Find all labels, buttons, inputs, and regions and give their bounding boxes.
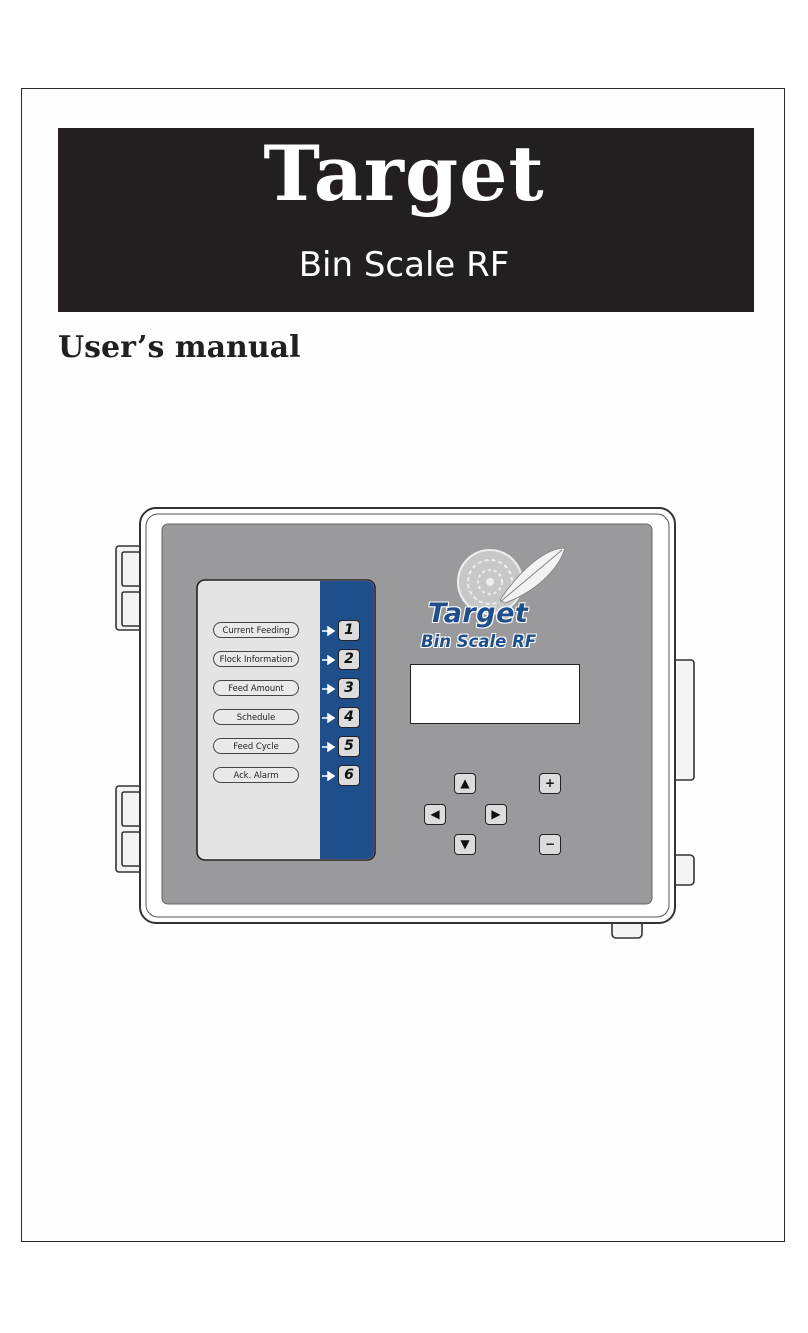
key-4-button[interactable]: 4 xyxy=(338,707,360,728)
device-logo-model: Bin Scale RF xyxy=(421,632,537,651)
lcd-display xyxy=(410,664,580,724)
down-arrow-button[interactable]: ▼ xyxy=(454,834,476,855)
key-2-button[interactable]: 2 xyxy=(338,649,360,670)
key-3-button[interactable]: 3 xyxy=(338,678,360,699)
key-6-button[interactable]: 6 xyxy=(338,765,360,786)
device-logo-brand: Target xyxy=(428,598,529,629)
plus-button[interactable]: + xyxy=(539,773,561,794)
key-1-button[interactable]: 1 xyxy=(338,620,360,641)
minus-button[interactable]: − xyxy=(539,834,561,855)
cover-subtitle: Bin Scale RF xyxy=(298,245,510,285)
enclosure-shadow xyxy=(145,513,670,918)
up-arrow-button[interactable]: ▲ xyxy=(454,773,476,794)
title-banner xyxy=(58,128,754,312)
key-5-button[interactable]: 5 xyxy=(338,736,360,757)
cover-title: Target xyxy=(263,129,545,218)
pointer-arrow-icon xyxy=(322,771,336,781)
menu-label-feed-cycle: Feed Cycle xyxy=(213,738,299,754)
pointer-arrow-icon xyxy=(322,713,336,723)
hinge-bottom xyxy=(115,785,143,873)
right-arrow-button[interactable]: ▶ xyxy=(485,804,507,825)
left-arrow-button[interactable]: ◀ xyxy=(424,804,446,825)
menu-label-ack-alarm: Ack. Alarm xyxy=(213,767,299,783)
pointer-arrow-icon xyxy=(322,655,336,665)
feather-icon xyxy=(499,547,566,604)
menu-label-flock-information: Flock Information xyxy=(213,651,299,667)
manual-heading: User’s manual xyxy=(58,330,301,365)
pointer-arrow-icon xyxy=(322,684,336,694)
menu-label-current-feeding: Current Feeding xyxy=(213,622,299,638)
hinge-top xyxy=(115,545,143,631)
menu-label-schedule: Schedule xyxy=(213,709,299,725)
menu-label-feed-amount: Feed Amount xyxy=(213,680,299,696)
pointer-arrow-icon xyxy=(322,742,336,752)
pointer-arrow-icon xyxy=(322,626,336,636)
